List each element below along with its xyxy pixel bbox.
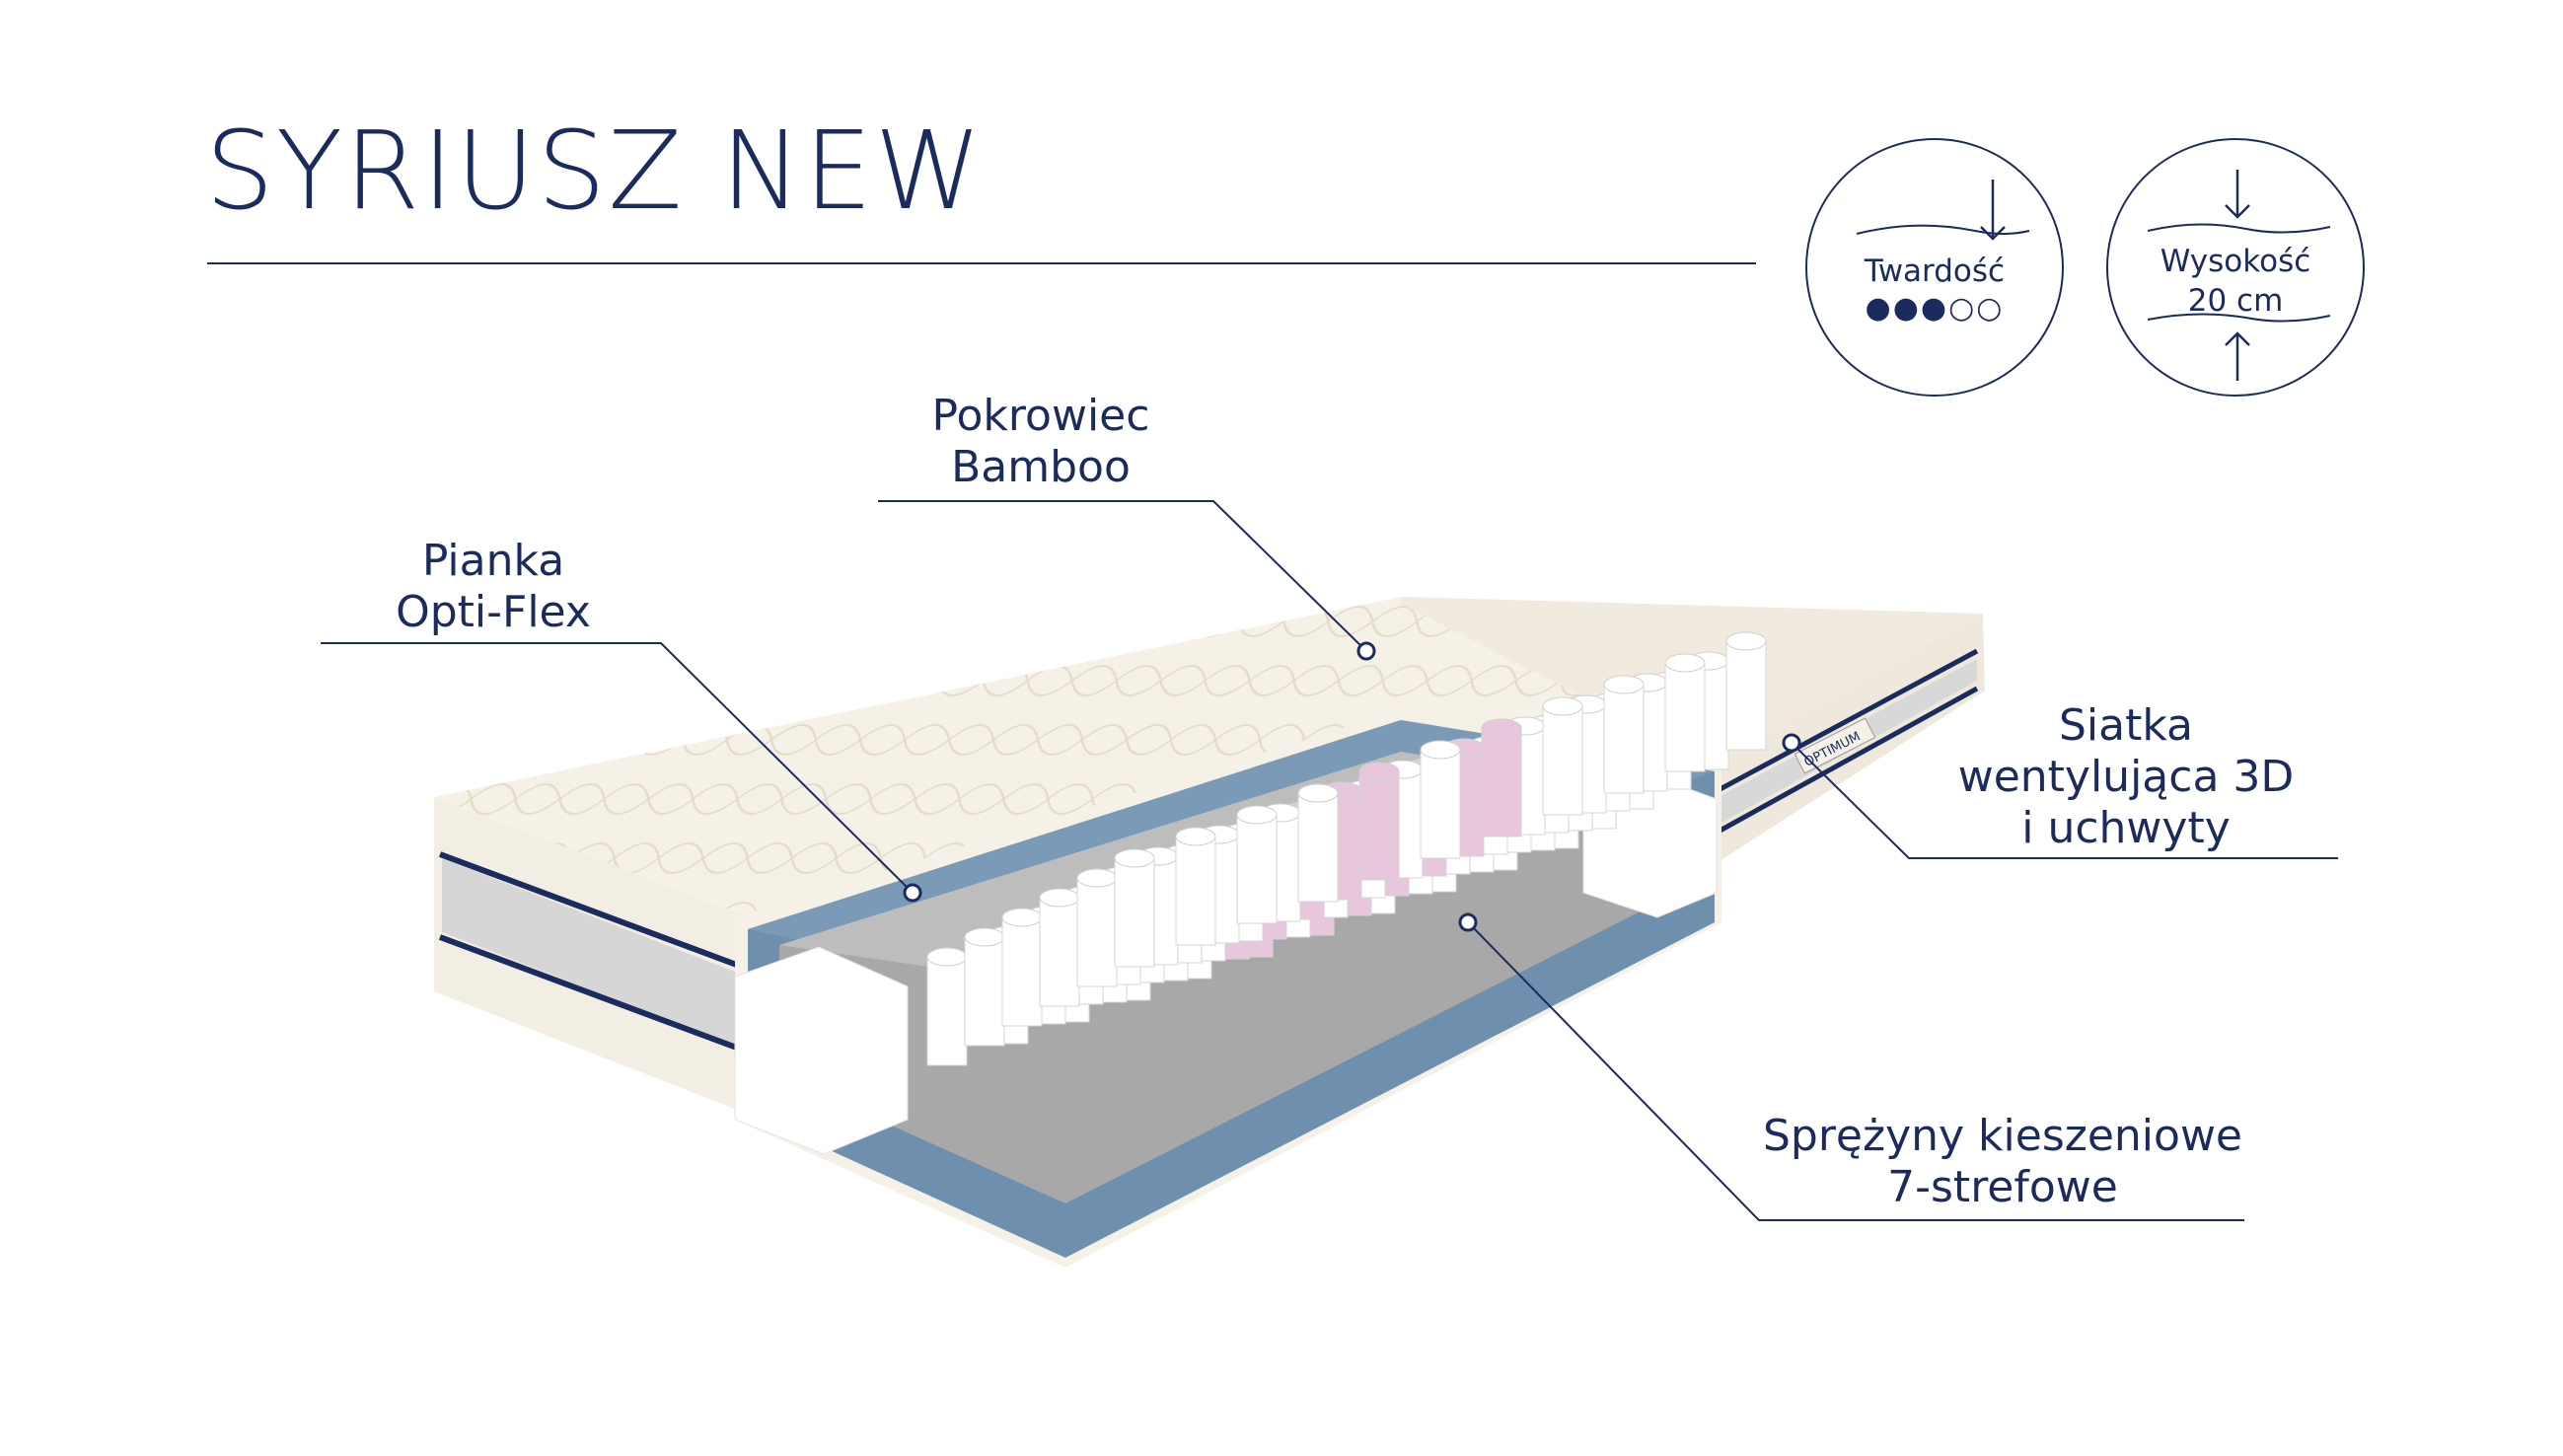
pocket-spring-top bbox=[1603, 675, 1645, 694]
height-label: Wysokość bbox=[2160, 244, 2311, 279]
hardness-label: Twardość bbox=[1864, 254, 2006, 289]
mesh-label-line1: Siatka bbox=[2058, 700, 2194, 751]
annotation-leaders bbox=[321, 500, 2338, 1221]
height-badge: Wysokość 20 cm bbox=[2106, 138, 2365, 397]
springs-leader bbox=[1467, 921, 2244, 1221]
cover-leader bbox=[878, 500, 1367, 652]
compression-arrow-icon bbox=[1856, 180, 2030, 241]
hardness-dot-filled: ● bbox=[1892, 291, 1921, 326]
hardness-dot-filled: ● bbox=[1865, 291, 1893, 326]
pocket-spring bbox=[1297, 792, 1339, 903]
hardness-dot-empty: ○ bbox=[1976, 291, 2005, 326]
pocket-spring-top bbox=[1039, 888, 1080, 908]
mesh-label: Siatka wentylująca 3D i uchwyty bbox=[1929, 700, 2323, 854]
pocket-spring-top bbox=[1175, 827, 1216, 846]
pocket-spring-top bbox=[1420, 740, 1461, 760]
pocket-spring bbox=[1039, 897, 1080, 1007]
pocket-spring bbox=[1481, 727, 1522, 837]
title-divider bbox=[207, 262, 1756, 264]
springs-label-line2: 7-strefowe bbox=[1887, 1162, 2118, 1212]
pocket-spring bbox=[1664, 662, 1706, 772]
hardness-badge: Twardość ●●●○○ bbox=[1805, 138, 2064, 397]
springs-marker bbox=[1458, 912, 1478, 932]
pocket-spring-top bbox=[1076, 868, 1118, 888]
cover-label-line2: Bamboo bbox=[951, 442, 1131, 492]
pocket-spring bbox=[1236, 814, 1278, 924]
pocket-springs bbox=[926, 631, 1767, 1066]
foam-label-line2: Opti-Flex bbox=[396, 587, 591, 637]
springs-label: Sprężyny kieszeniowe 7-strefowe bbox=[1746, 1111, 2259, 1213]
pocket-spring-top bbox=[1664, 653, 1706, 673]
foam-end-block-left bbox=[734, 946, 909, 1155]
pocket-spring-top bbox=[926, 947, 968, 967]
foam-label-line1: Pianka bbox=[421, 536, 565, 586]
pocket-spring bbox=[1420, 749, 1461, 859]
pocket-spring bbox=[1001, 916, 1043, 1027]
springs-label-line1: Sprężyny kieszeniowe bbox=[1762, 1111, 2243, 1161]
pocket-spring-top bbox=[1542, 696, 1583, 716]
mesh-marker bbox=[1782, 733, 1801, 753]
pocket-spring bbox=[1725, 640, 1767, 751]
pocket-spring bbox=[1603, 684, 1645, 794]
product-title: SYRIUSZ NEW bbox=[205, 108, 985, 234]
ventilation-mesh-left bbox=[442, 858, 735, 1046]
hardness-rating-dots: ●●●○○ bbox=[1807, 294, 2062, 324]
height-value: 20 cm bbox=[2187, 283, 2284, 319]
cover-label: Pokrowiec Bamboo bbox=[913, 391, 1169, 493]
pocket-spring-top bbox=[1358, 762, 1400, 781]
pocket-spring-top bbox=[1297, 783, 1339, 803]
pocket-spring-top bbox=[1001, 908, 1043, 927]
pocket-spring bbox=[926, 956, 968, 1066]
pocket-spring-top bbox=[1236, 805, 1278, 825]
pocket-spring bbox=[1076, 877, 1118, 987]
pocket-spring bbox=[1175, 836, 1216, 946]
mesh-label-line2: wentylująca 3D bbox=[1957, 752, 2295, 802]
pocket-spring-top bbox=[964, 927, 1005, 947]
hardness-dot-empty: ○ bbox=[1948, 291, 1977, 326]
pocket-spring bbox=[1114, 857, 1155, 968]
cover-marker bbox=[1356, 641, 1376, 661]
pocket-spring-top bbox=[1725, 631, 1767, 651]
pocket-spring-top bbox=[1481, 718, 1522, 738]
mesh-leader bbox=[1791, 742, 2338, 859]
foam-marker bbox=[903, 883, 922, 903]
foam-label: Pianka Opti-Flex bbox=[365, 536, 622, 638]
height-arrows-icon bbox=[2147, 170, 2331, 381]
pocket-spring bbox=[1358, 770, 1400, 881]
hardness-dot-filled: ● bbox=[1920, 291, 1949, 326]
cover-label-line1: Pokrowiec bbox=[931, 391, 1150, 441]
pocket-spring-top bbox=[1114, 848, 1155, 868]
pocket-spring bbox=[964, 936, 1005, 1047]
foam-leader bbox=[321, 642, 914, 894]
mesh-label-line3: i uchwyty bbox=[2021, 803, 2231, 853]
pocket-spring bbox=[1542, 705, 1583, 816]
